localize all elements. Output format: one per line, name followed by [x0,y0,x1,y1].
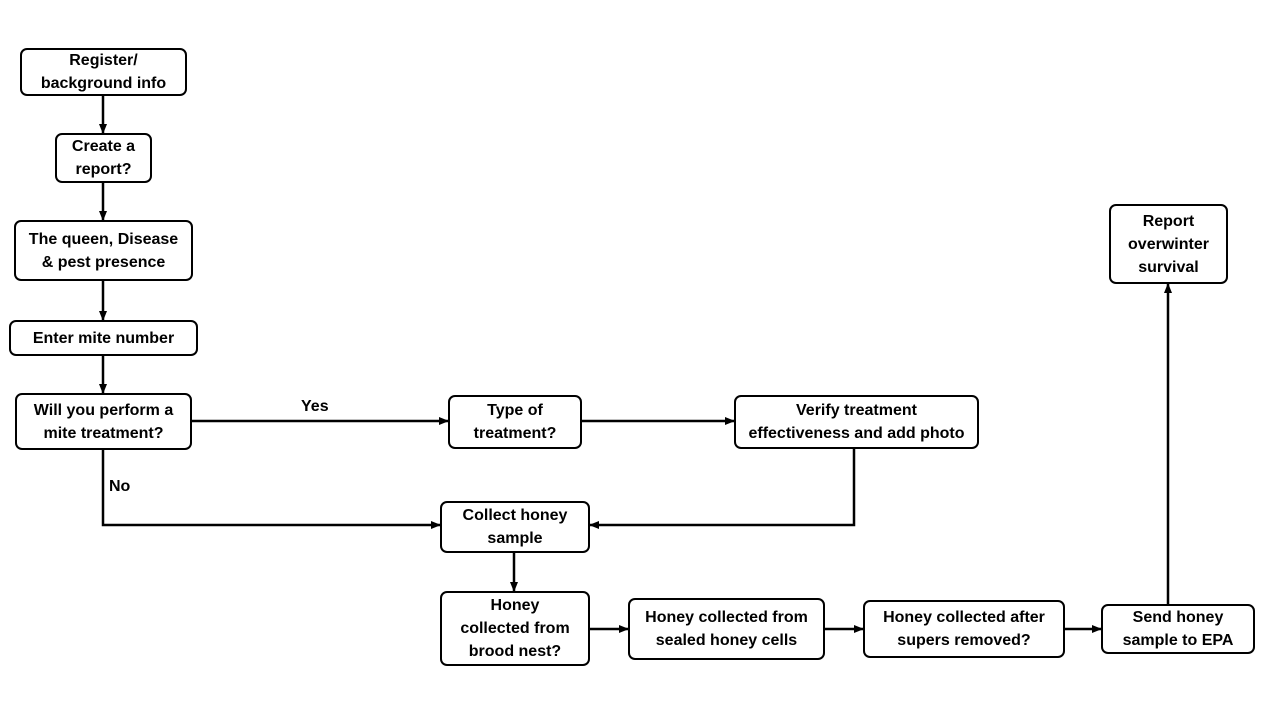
queen-disease-label: The queen, Disease & pest presence [28,230,179,271]
verify-treatment-label: Verify treatment effectiveness and add p… [748,402,965,442]
type-treatment-label: Type of treatment? [473,402,557,442]
type-treatment-node: Type of treatment? [448,395,582,449]
mite-treatment-label: Will you perform a mite treatment? [33,401,174,442]
collect-honey-node: Collect honey sample [440,501,590,553]
brood-nest-label: Honey collected from brood nest? [460,597,570,660]
send-sample-label: Send honey sample to EPA [1122,609,1234,649]
yes-edge-label: Yes [301,398,329,415]
register-label: Register/ background info [40,52,167,92]
sealed-cells-node: Honey collected from sealed honey cells [628,598,825,660]
register-node: Register/ background info [20,48,187,96]
overwinter-label: Report overwinter survival [1128,212,1209,276]
sealed-cells-label: Honey collected from sealed honey cells [645,609,808,649]
mite-number-label: Enter mite number [32,329,175,347]
create-report-node: Create a report? [55,133,152,183]
brood-nest-node: Honey collected from brood nest? [440,591,590,666]
edge-verify-to-collect [589,449,856,529]
create-report-label: Create a report? [71,138,136,178]
supers-removed-node: Honey collected after supers removed? [863,600,1065,658]
supers-removed-label: Honey collected after supers removed? [883,609,1045,649]
no-edge-label: No [109,478,131,495]
verify-treatment-node: Verify treatment effectiveness and add p… [734,395,979,449]
send-sample-node: Send honey sample to EPA [1101,604,1255,654]
overwinter-node: Report overwinter survival [1109,204,1228,284]
queen-disease-node: The queen, Disease & pest presence [14,220,193,281]
edge-no-to-collect [101,450,441,529]
mite-number-node: Enter mite number [9,320,198,356]
collect-honey-label: Collect honey sample [462,507,568,547]
mite-treatment-node: Will you perform a mite treatment? [15,393,192,450]
